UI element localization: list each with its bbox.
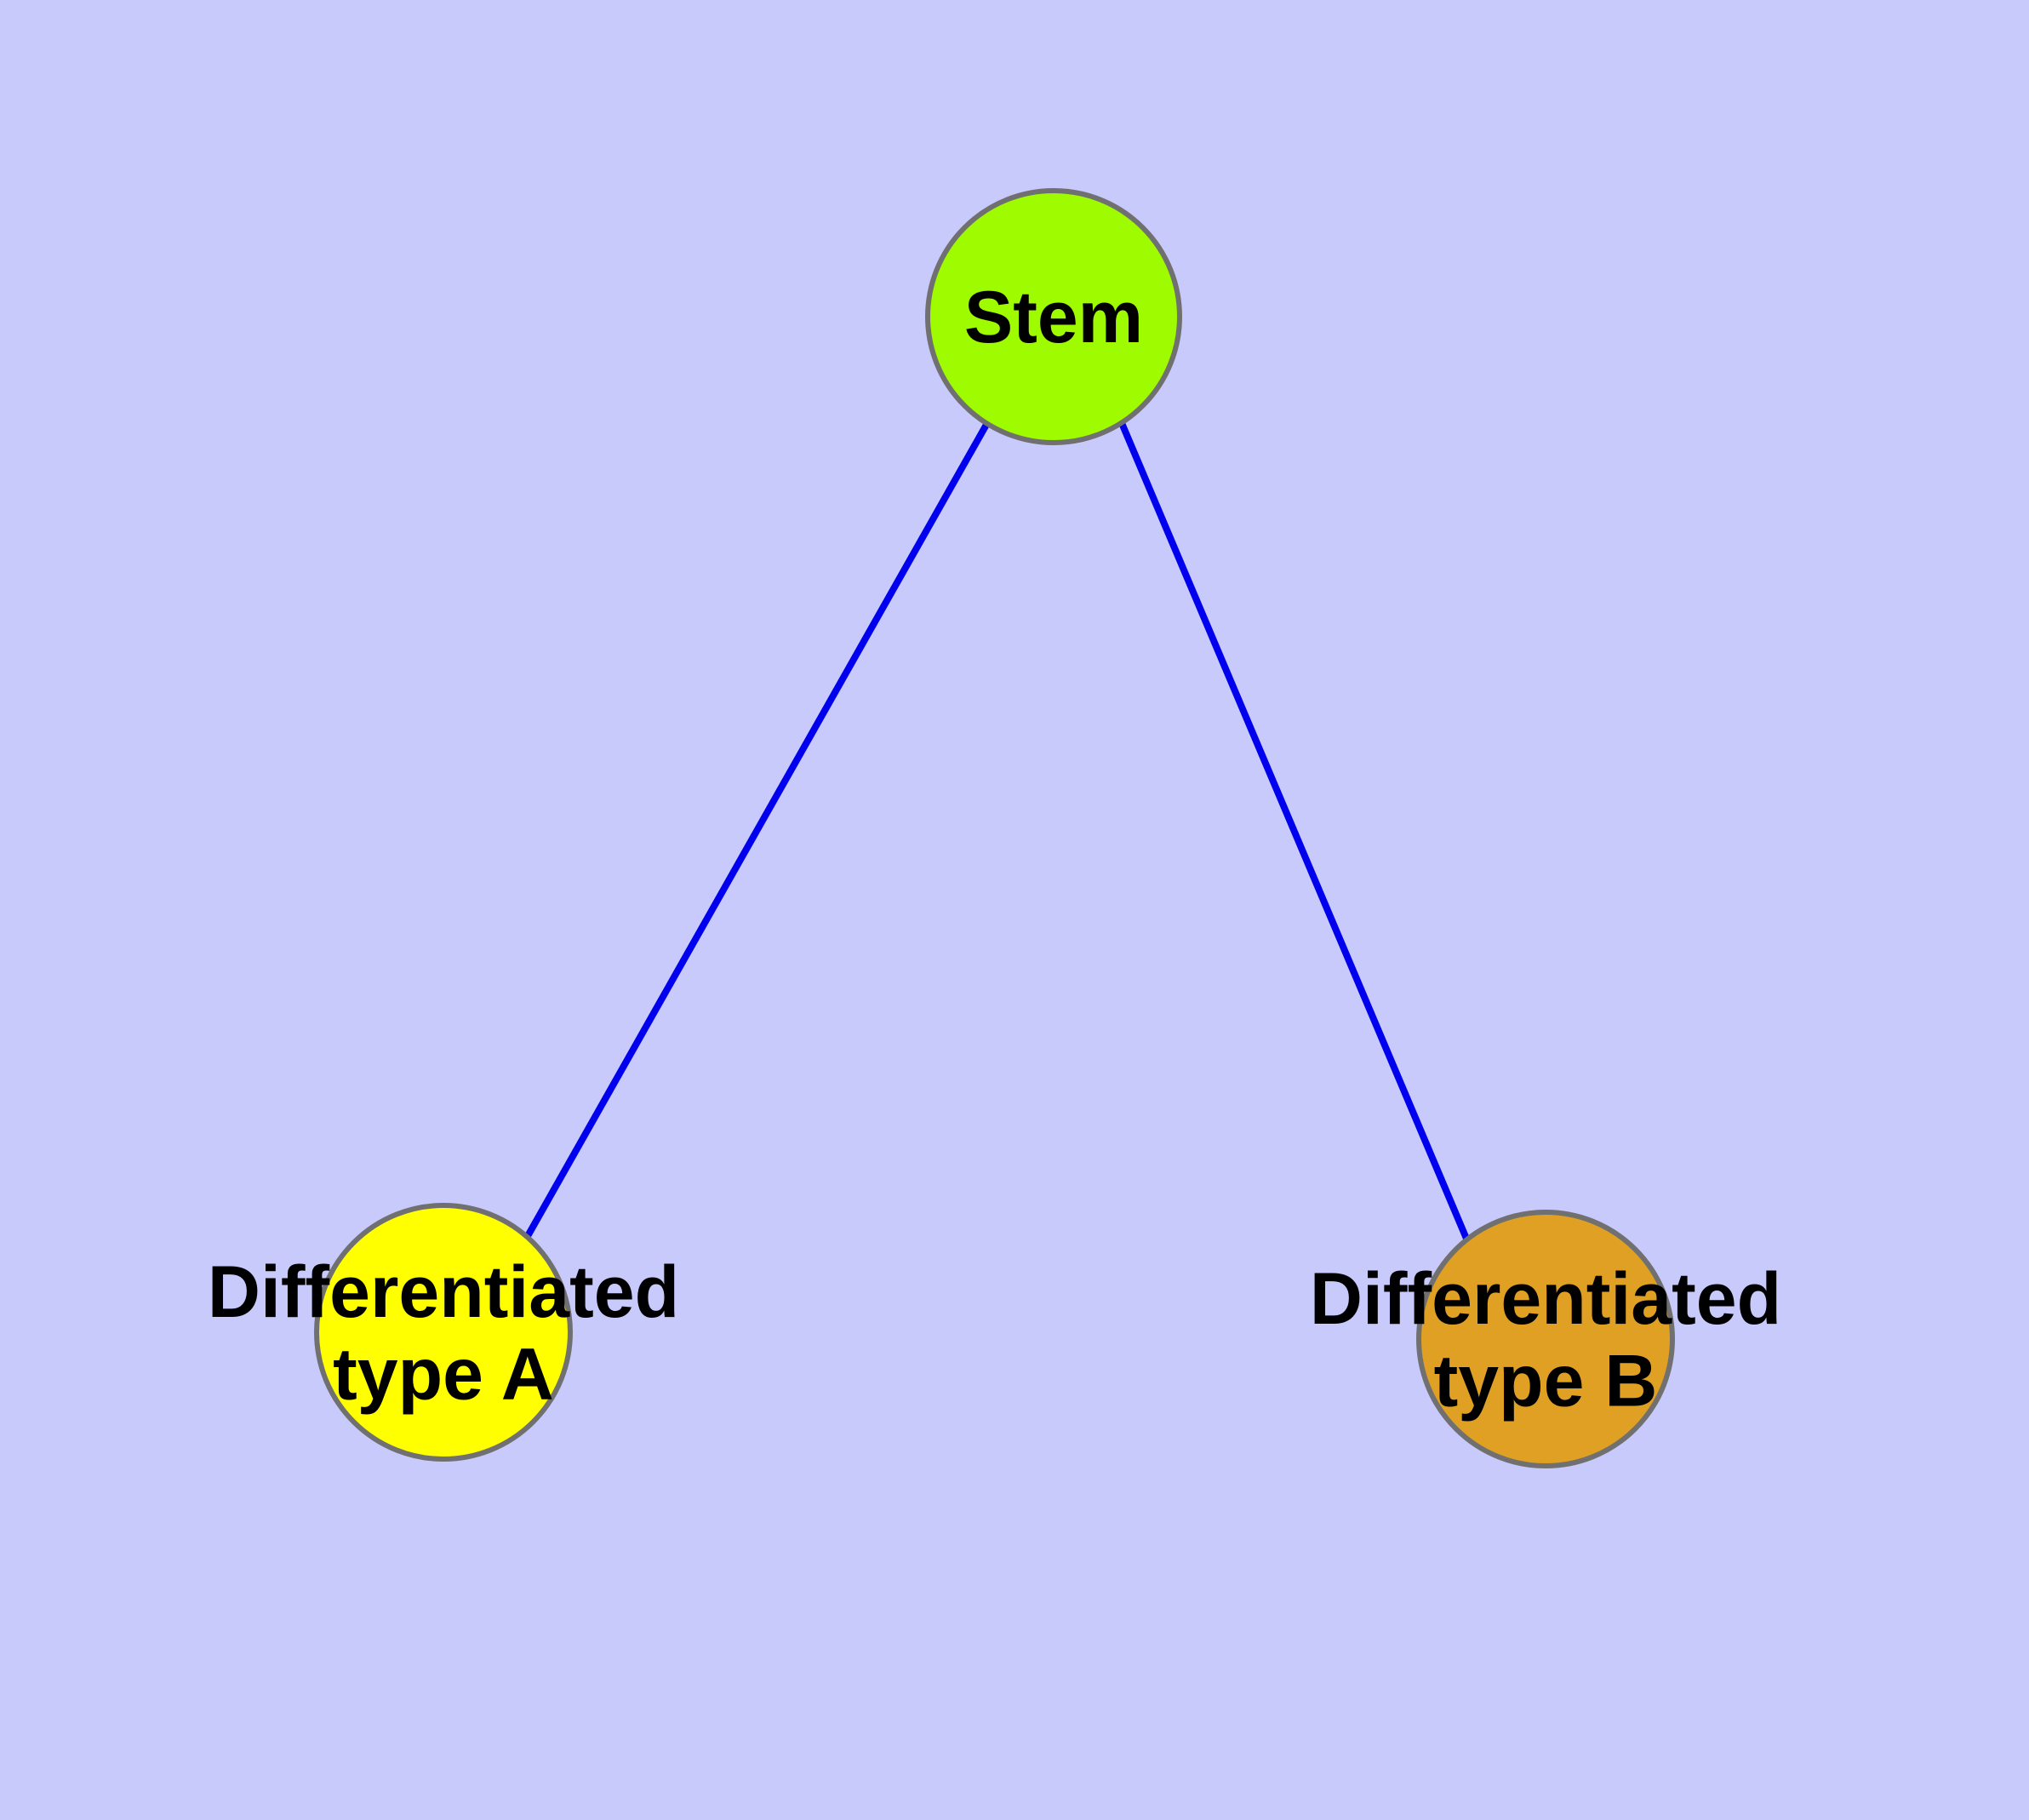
edge-stem-to-differentiated-type-b[interactable]	[1118, 421, 1470, 1240]
node-label-line: type B	[1434, 1340, 1658, 1422]
node-label-stem: Stem	[964, 277, 1143, 358]
node-label-line: Stem	[964, 277, 1143, 358]
node-stem[interactable]	[925, 188, 1182, 445]
node-label-line: type A	[333, 1333, 554, 1415]
node-layer	[314, 188, 1675, 1468]
node-label-line: Differentiated	[208, 1251, 679, 1333]
edge-layer	[524, 421, 1470, 1240]
node-label-line: Differentiated	[1310, 1258, 1781, 1340]
edge-stem-to-differentiated-type-a[interactable]	[524, 421, 991, 1238]
node-differentiated-type-a[interactable]	[314, 1203, 573, 1462]
node-differentiated-type-b[interactable]	[1416, 1210, 1675, 1468]
